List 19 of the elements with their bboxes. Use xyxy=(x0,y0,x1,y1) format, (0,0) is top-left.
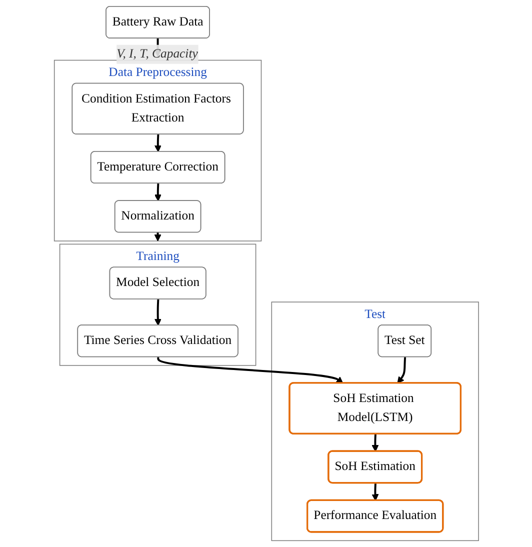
process-box: Battery Raw Data xyxy=(105,6,210,38)
arrow xyxy=(371,434,378,452)
arrow xyxy=(154,134,161,152)
process-box: Condition Estimation Factors Extraction xyxy=(71,82,244,134)
process-box: Temperature Correction xyxy=(90,151,225,184)
process-box: SoH Estimation xyxy=(327,450,422,484)
arrow xyxy=(156,357,343,384)
process-box: Model Selection xyxy=(108,266,206,300)
process-box: SoH Estimation Model(LSTM) xyxy=(288,382,462,434)
arrow xyxy=(396,357,406,384)
process-box: Time Series Cross Validation xyxy=(76,324,238,358)
arrow xyxy=(154,232,161,242)
process-box: Test Set xyxy=(377,324,432,358)
arrow xyxy=(371,483,378,501)
arrow xyxy=(154,299,161,326)
arrow xyxy=(154,183,161,202)
process-box: Normalization xyxy=(114,200,201,233)
edge-label: V, I, T, Capacity xyxy=(116,47,198,61)
process-box: Performance Evaluation xyxy=(306,499,444,533)
